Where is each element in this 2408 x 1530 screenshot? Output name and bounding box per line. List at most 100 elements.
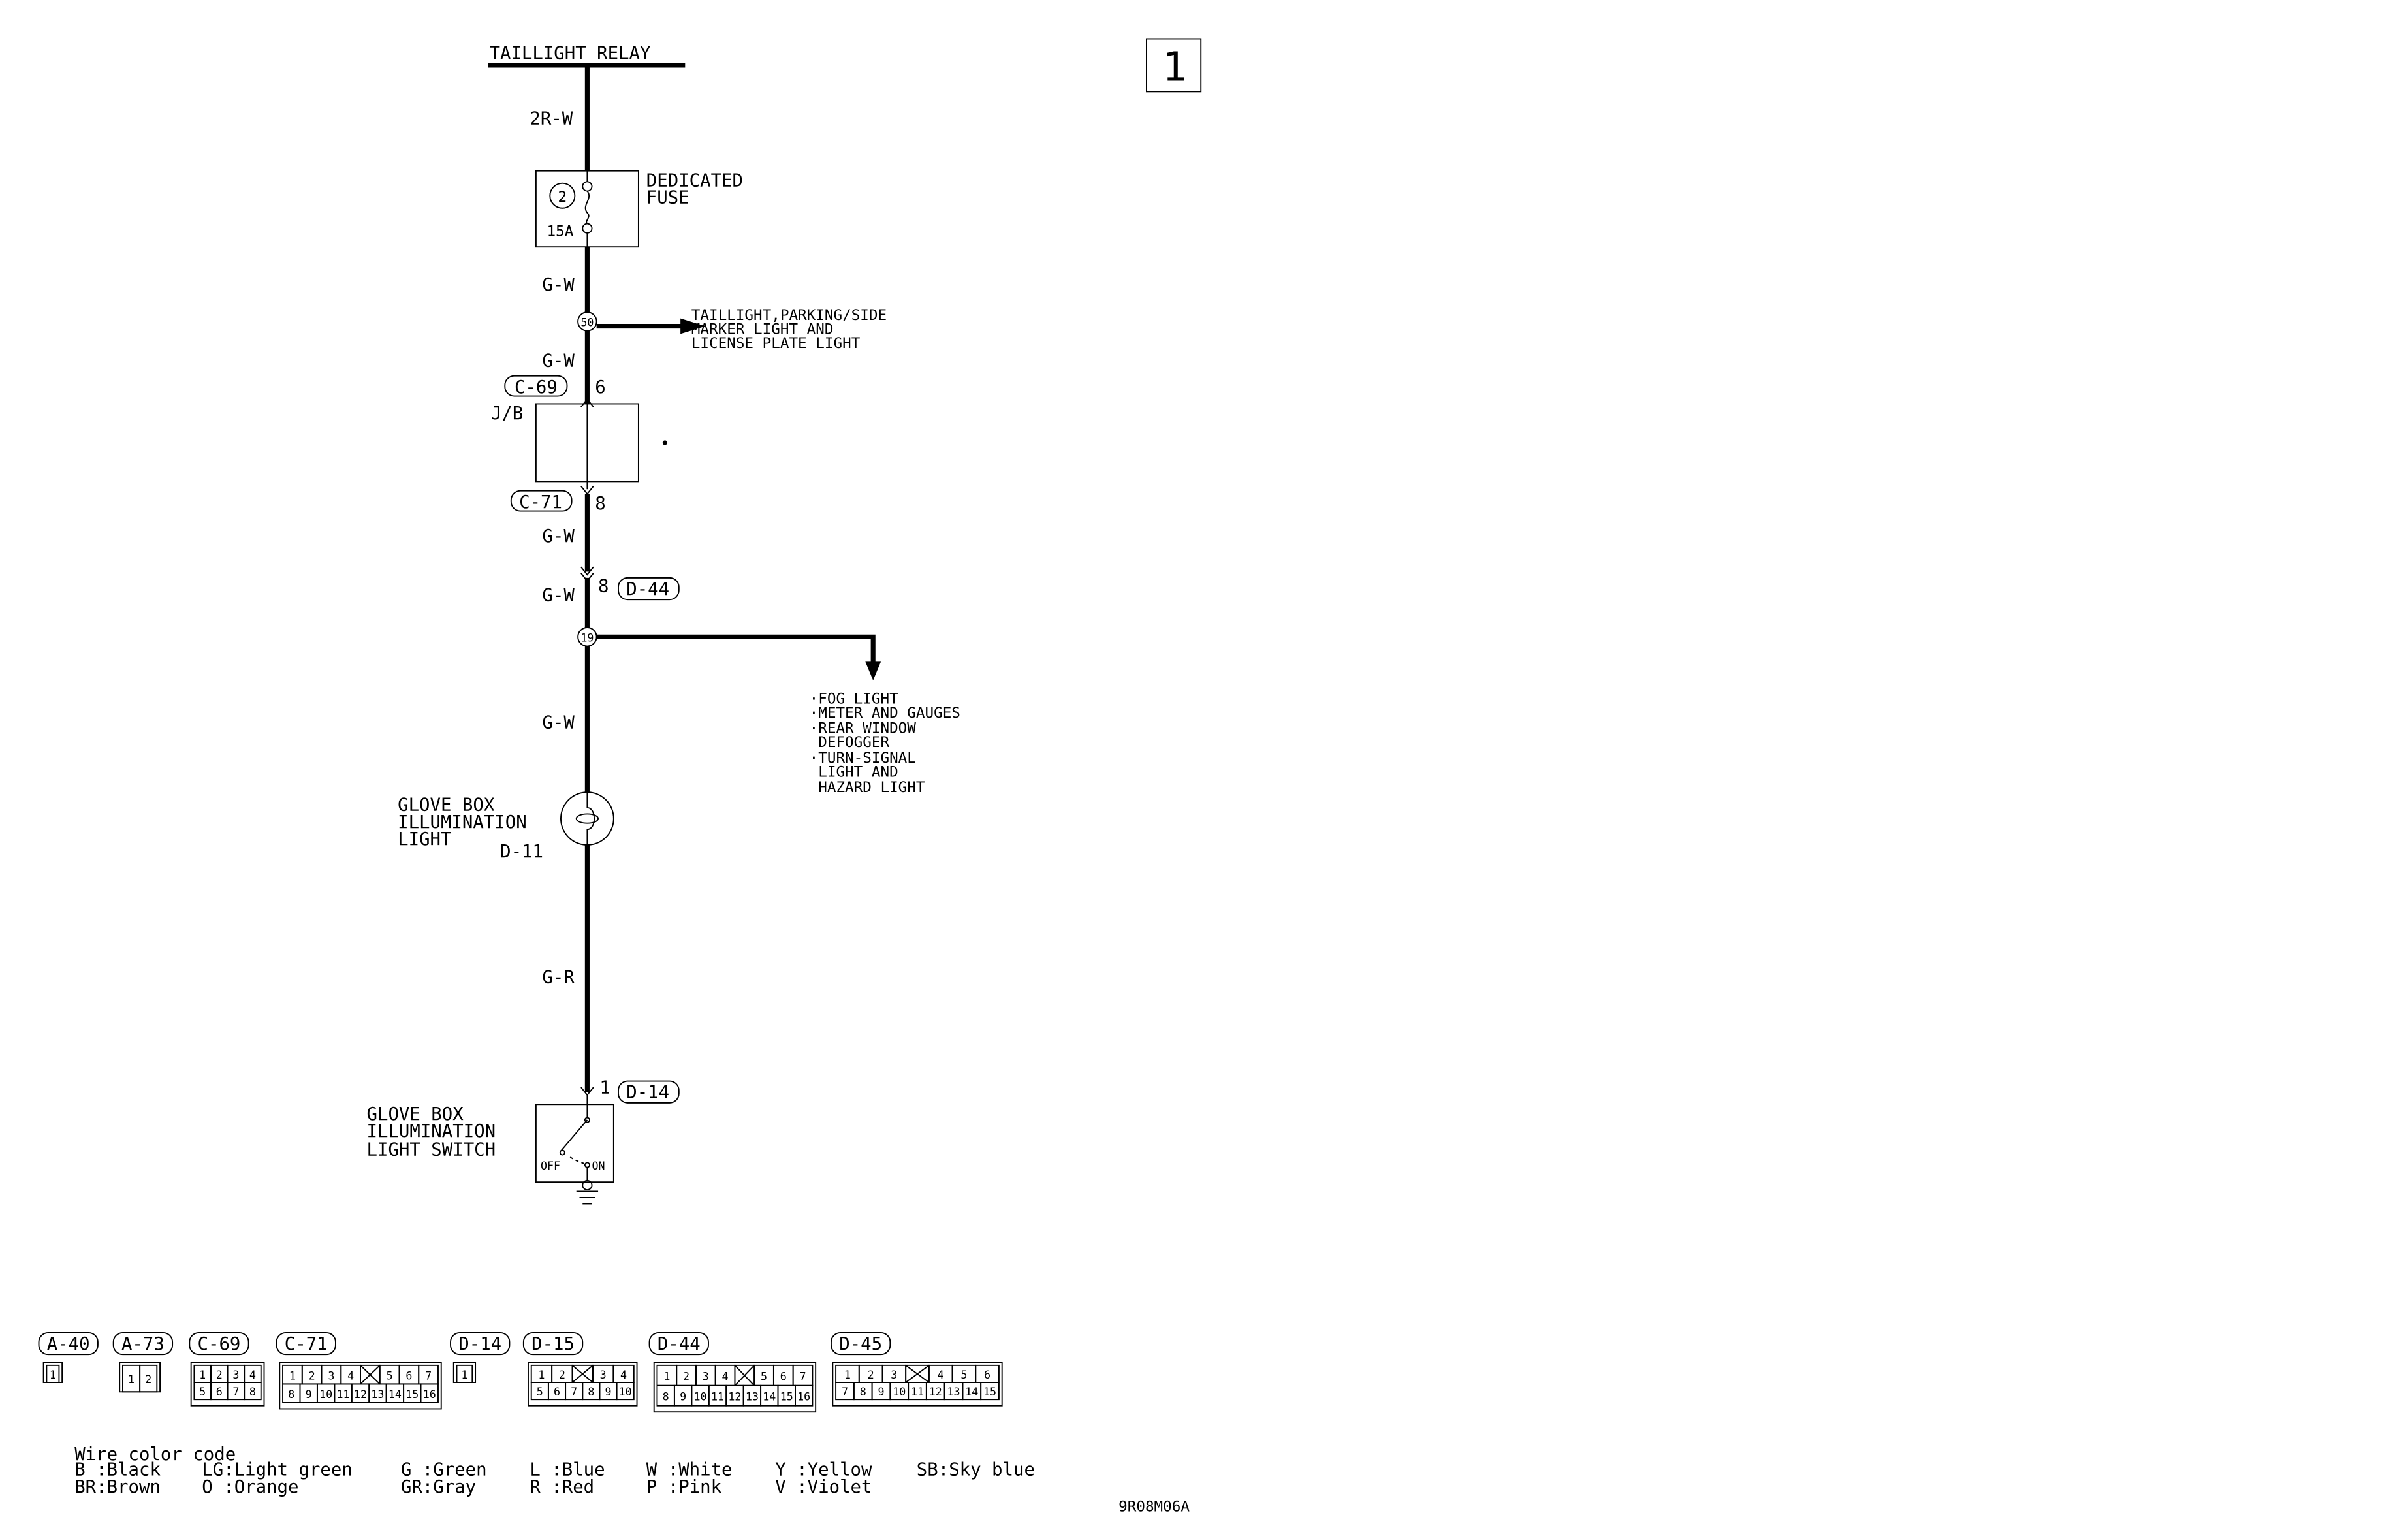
- connector-tag: D-45: [839, 1334, 882, 1354]
- connector-body: [832, 1362, 1003, 1407]
- wire-label: G-W: [542, 351, 575, 371]
- connector-pin-cell: [795, 1384, 814, 1407]
- connector-pin-number: 14: [763, 1390, 776, 1403]
- connector-tag: D-14: [458, 1334, 501, 1354]
- connector-pin-number: 2: [145, 1373, 151, 1386]
- connector-pin-cell: [139, 1364, 158, 1393]
- connector-pin-number: 2: [868, 1369, 874, 1381]
- connector-pin-number: 4: [722, 1370, 729, 1382]
- connector-pin-number: 1: [538, 1369, 545, 1381]
- connector-pin-number: 7: [842, 1386, 848, 1398]
- splice-number: 50: [580, 317, 594, 329]
- connector-pin-number: 15: [983, 1386, 996, 1398]
- connector-pin-number: 11: [337, 1388, 350, 1401]
- connector-pin-number: 13: [947, 1386, 960, 1398]
- connector-pin-number: 1: [128, 1373, 135, 1386]
- fuse-number-circle: [549, 182, 576, 209]
- connector-pin-cell: [980, 1382, 1000, 1401]
- switch-off-label: OFF: [541, 1160, 560, 1172]
- connector-pin-number: 8: [249, 1386, 256, 1398]
- branch-destination: MARKER LIGHT AND: [691, 321, 834, 338]
- connector-pin-number: 15: [780, 1390, 793, 1403]
- blank-pin-cross-icon: [905, 1365, 930, 1383]
- branch-destination: ·REAR WINDOW: [810, 720, 917, 737]
- connector-pin-number: 12: [354, 1388, 367, 1401]
- fuse-rating: 15A: [547, 223, 574, 240]
- page-number: 1: [1162, 44, 1186, 91]
- connector-pin-number: 12: [929, 1386, 942, 1398]
- connector-tag: C-71: [519, 492, 562, 513]
- taillight-relay-label: TAILLIGHT RELAY: [489, 43, 650, 63]
- connector-tag-outline: [112, 1331, 174, 1356]
- blank-pin-cross-icon: [571, 1365, 594, 1383]
- blank-pin-cross-icon: [734, 1365, 755, 1386]
- connector-pin-number: 11: [711, 1390, 724, 1403]
- connector-pin-number: 16: [423, 1388, 436, 1401]
- connector-pin-number: 1: [289, 1369, 296, 1382]
- connector-pin-number: 5: [387, 1369, 393, 1382]
- connector-pin-number: 4: [938, 1369, 944, 1381]
- connector-pin-number: 9: [306, 1388, 312, 1401]
- connector-pin-number: 1: [663, 1370, 670, 1382]
- branch-destination: ·METER AND GAUGES: [810, 705, 960, 722]
- arrow-down-icon: [865, 661, 881, 680]
- legend-entry: Y :Yellow: [775, 1460, 872, 1480]
- legend-entry: SB:Sky blue: [917, 1460, 1035, 1480]
- connector-pin-number: 3: [891, 1369, 897, 1381]
- wire-label: G-W: [542, 526, 575, 547]
- connector-tag: D-44: [657, 1334, 701, 1354]
- connector-pin-number: 6: [216, 1386, 223, 1398]
- connector-body: [190, 1362, 265, 1407]
- wire-label: G-R: [542, 968, 575, 988]
- connector-pin-number: 13: [746, 1390, 759, 1403]
- legend-entry: V :Violet: [775, 1477, 872, 1497]
- connector-pin-number: 10: [694, 1390, 707, 1403]
- branch-destination: LICENSE PLATE LIGHT: [691, 335, 861, 352]
- splice-number: 19: [580, 631, 594, 644]
- connector-pin-number: 4: [249, 1369, 256, 1381]
- connector-pin-number: 3: [600, 1369, 607, 1381]
- wire-color-legend: Wire color code B :Black LG:Light green …: [74, 1444, 1035, 1497]
- connector-pin-number: 10: [319, 1388, 332, 1401]
- lamp-label: ILLUMINATION: [398, 812, 527, 833]
- legend-title: Wire color code: [74, 1444, 236, 1465]
- connector-pin-number: 8: [588, 1386, 594, 1398]
- lamp-label: LIGHT: [398, 829, 451, 850]
- connector-pin-number: 5: [960, 1369, 967, 1381]
- junction-block-label: J/B: [491, 404, 523, 424]
- connector-pin-number: 14: [965, 1386, 978, 1398]
- connector-tag-outline: [831, 1331, 891, 1356]
- legend-entry: L :Blue: [530, 1460, 605, 1480]
- connector-pin-number: 15: [405, 1388, 419, 1401]
- branch-destination: HAZARD LIGHT: [810, 779, 925, 796]
- switch-icon: [559, 1104, 590, 1181]
- figure-code: 9R08M06A: [1118, 1498, 1190, 1515]
- connector-tag: D-44: [626, 579, 669, 599]
- connector-pin-number: 7: [425, 1369, 432, 1382]
- legend-entry: R :Red: [530, 1477, 594, 1497]
- connector-pin-number: 11: [911, 1386, 924, 1398]
- legend-entry: O :Orange: [202, 1477, 298, 1497]
- legend-entry: B :Black: [74, 1460, 161, 1480]
- connector-pin-number: 10: [893, 1386, 906, 1398]
- branch-destination: ·FOG LIGHT: [810, 691, 898, 708]
- connector-tag-outline: [276, 1331, 336, 1356]
- connector-pin-number: 5: [537, 1386, 543, 1398]
- wire-label: G-W: [542, 713, 575, 733]
- connector-pin-number: 7: [232, 1386, 239, 1398]
- wire-label: 2R-W: [530, 108, 573, 129]
- legend-entry: GR:Gray: [401, 1477, 476, 1497]
- connector-pin-number: 4: [620, 1369, 627, 1381]
- connector-pin-number: 16: [797, 1390, 810, 1403]
- connector-pin-cell: [420, 1383, 439, 1403]
- connector-pin-number: 2: [683, 1370, 689, 1382]
- connector-pin-number: 8: [288, 1388, 294, 1401]
- connector-pin-number: 2: [559, 1369, 565, 1381]
- legend-entry: W :White: [646, 1460, 733, 1480]
- connector-tag-outline: [189, 1331, 249, 1356]
- connector-pin-number: 5: [761, 1370, 767, 1382]
- connector-tag: C-71: [285, 1334, 328, 1354]
- branch-destination: ·TURN-SIGNAL: [810, 750, 916, 767]
